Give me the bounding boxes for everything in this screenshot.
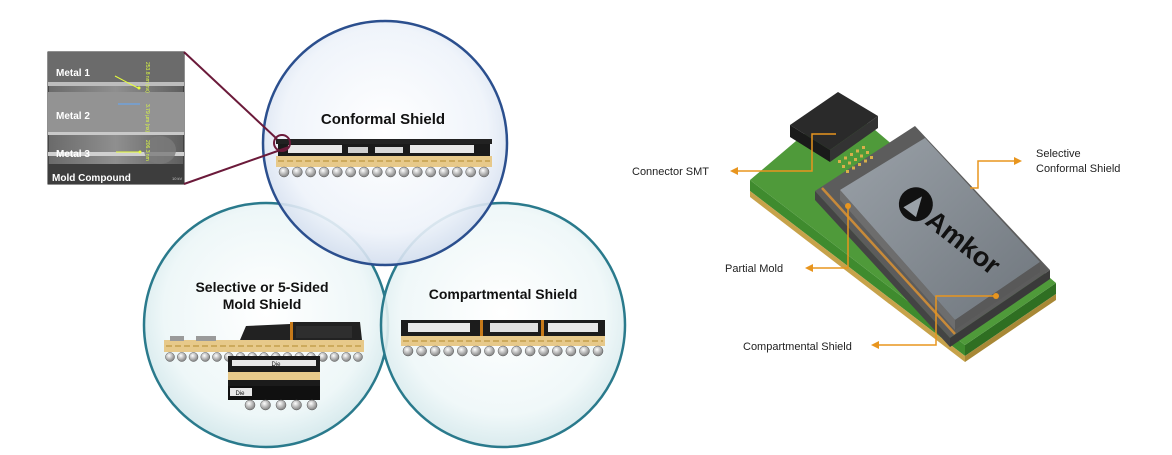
solder-pads — [838, 146, 873, 173]
solder-ball — [275, 399, 287, 411]
sem-measurement-1: 253.8 nm (nx) — [144, 62, 150, 93]
solder-ball — [278, 166, 290, 178]
solder-ball — [305, 166, 316, 178]
callout-partial-mold: Partial Mold — [725, 263, 783, 275]
solder-ball-row — [402, 345, 604, 357]
solder-ball — [497, 345, 509, 357]
solder-ball — [212, 352, 222, 362]
solder-pad — [850, 153, 853, 156]
solder-ball — [579, 345, 590, 357]
selective-conformal-shield-lid — [840, 138, 1040, 320]
solder-ball — [292, 166, 303, 178]
sem-label-mold-compound: Mold Compound — [52, 173, 131, 184]
solder-ball — [452, 166, 463, 178]
conformal-package-cross-section — [276, 139, 492, 178]
solder-pad — [844, 156, 847, 160]
solder-pad — [838, 160, 841, 163]
callout-compartmental-shield: Compartmental Shield — [743, 341, 852, 353]
solder-ball — [200, 352, 211, 362]
sem-measurement-2: 3.79 µm (nx) — [144, 104, 150, 133]
callout-connector-smt: Connector SMT — [632, 166, 709, 178]
solder-ball — [165, 352, 175, 362]
zoom-indicator — [183, 51, 291, 185]
compartmental-package-cross-section — [401, 320, 605, 357]
solder-ball — [538, 345, 549, 357]
solder-ball-row — [278, 166, 490, 178]
solder-pad — [862, 146, 865, 149]
solder-ball — [358, 166, 370, 178]
callout-selective-line1: Selective — [1036, 148, 1081, 160]
solder-ball — [291, 399, 302, 411]
compartmental-shield-title: Compartmental Shield — [429, 286, 578, 302]
solder-pad — [852, 166, 855, 170]
solder-ball — [177, 352, 187, 362]
sem-mode-label: 10 kV — [172, 176, 183, 181]
solder-ball — [306, 399, 318, 411]
solder-pad — [856, 149, 859, 153]
solder-ball — [465, 166, 476, 178]
solder-ball — [565, 345, 577, 357]
die-label-bottom: Die — [235, 391, 245, 397]
module-callouts: Connector SMT Selective Conformal Shield… — [632, 133, 1120, 353]
venn-diagram: Conformal Shield Selective or 5-Sided Mo… — [142, 19, 627, 449]
solder-ball — [470, 345, 482, 357]
solder-pad — [846, 170, 849, 173]
solder-pad — [870, 156, 873, 159]
solder-ball — [425, 166, 436, 178]
die-label-top: Die — [271, 362, 281, 368]
solder-ball — [511, 345, 522, 357]
solder-ball — [385, 166, 396, 178]
compartmental-shield-wall — [821, 187, 956, 335]
solder-ball — [484, 345, 495, 357]
solder-ball — [416, 345, 427, 357]
solder-ball — [372, 166, 383, 178]
solder-ball — [341, 352, 352, 362]
sem-label-metal2: Metal 2 — [56, 111, 90, 122]
solder-ball — [524, 345, 536, 357]
solder-ball — [353, 352, 363, 362]
solder-ball — [552, 345, 563, 357]
solder-ball-row — [244, 399, 318, 411]
sem-label-metal1: Metal 1 — [56, 68, 90, 79]
solder-pad — [848, 161, 851, 165]
solder-pad — [864, 159, 867, 163]
solder-pad — [866, 151, 869, 154]
solder-ball — [188, 352, 199, 362]
sem-measurement-3: 206.3 nm — [144, 140, 150, 161]
selective-shield-title-line2: Mold Shield — [223, 296, 302, 312]
solder-ball — [457, 345, 468, 357]
solder-pad — [858, 163, 861, 166]
solder-ball — [438, 166, 450, 178]
solder-ball — [260, 399, 271, 411]
solder-ball — [318, 166, 330, 178]
conformal-shield-title: Conformal Shield — [321, 111, 445, 128]
sem-label-metal3: Metal 3 — [56, 149, 90, 160]
selective-package-cross-section: Die Die — [164, 322, 364, 411]
sem-cross-section-image: 253.8 nm (nx) 3.79 µm (nx) 206.3 nm Meta… — [47, 51, 185, 185]
solder-ball — [402, 345, 414, 357]
selective-shield-title-line1: Selective or 5-Sided — [195, 279, 328, 295]
solder-ball — [429, 345, 441, 357]
solder-pad — [842, 165, 845, 168]
solder-ball — [412, 166, 423, 178]
solder-ball — [398, 166, 410, 178]
solder-ball — [345, 166, 356, 178]
sip-module-3d: Amkor — [750, 92, 1056, 362]
solder-ball — [244, 399, 256, 411]
solder-ball — [332, 166, 343, 178]
solder-ball — [592, 345, 604, 357]
callout-selective-line2: Conformal Shield — [1036, 163, 1120, 175]
solder-ball — [329, 352, 340, 362]
solder-ball — [443, 345, 454, 357]
zoom-magnifier-circle — [273, 134, 291, 152]
solder-pad — [854, 158, 857, 161]
solder-pad — [860, 154, 863, 158]
solder-ball — [478, 166, 490, 178]
